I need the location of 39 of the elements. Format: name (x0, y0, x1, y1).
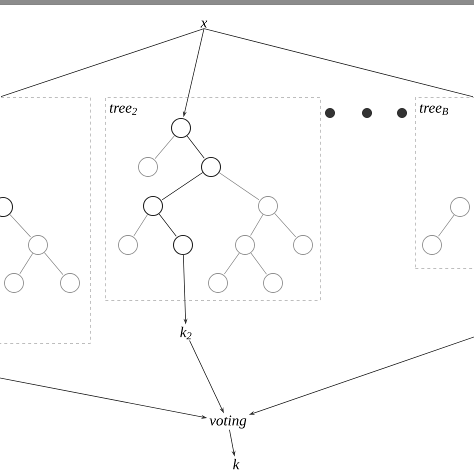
tree-node-circle (118, 235, 138, 255)
tree-node-circle (142, 196, 164, 216)
connector-line (158, 214, 177, 237)
connector-line (250, 214, 264, 236)
tree-node-circle (60, 273, 80, 293)
tree-node-circle (263, 273, 283, 293)
tree-node-circle (422, 235, 442, 255)
tree-box (0, 97, 91, 344)
node-label: voting (210, 415, 246, 429)
connector-line (204, 28, 474, 98)
node-label: k$_{2}$ (180, 326, 192, 340)
connector-line (134, 214, 148, 236)
connector-line (0, 28, 204, 98)
connector-line (9, 214, 31, 238)
tree-node-circle (258, 196, 278, 216)
tree-node-circle (28, 235, 48, 255)
tree-node-circle (4, 273, 24, 293)
connector-line (218, 172, 260, 200)
connector-line (44, 252, 64, 276)
connector-line (162, 172, 204, 200)
connector-line (438, 214, 454, 237)
tree-box: tree$_{B}$ (415, 97, 474, 269)
node-label: x (200, 20, 208, 28)
connector-line (224, 252, 240, 274)
node-label: k (233, 458, 240, 470)
tree-node-circle (138, 157, 158, 177)
tree-node-circle (200, 156, 222, 178)
tree-node-circle (172, 234, 194, 256)
tree-node-circle (208, 273, 228, 293)
connector-line (154, 135, 175, 160)
tree-box: tree$_{2}$ (105, 97, 321, 301)
tree-node-circle (450, 197, 470, 217)
tree-node-circle (293, 235, 313, 255)
connector-line (274, 213, 296, 238)
connector-line (250, 252, 267, 275)
tree-node-circle (235, 235, 255, 255)
connector-line (186, 136, 205, 159)
connector-line (19, 253, 34, 274)
tree-node-circle (170, 118, 192, 138)
